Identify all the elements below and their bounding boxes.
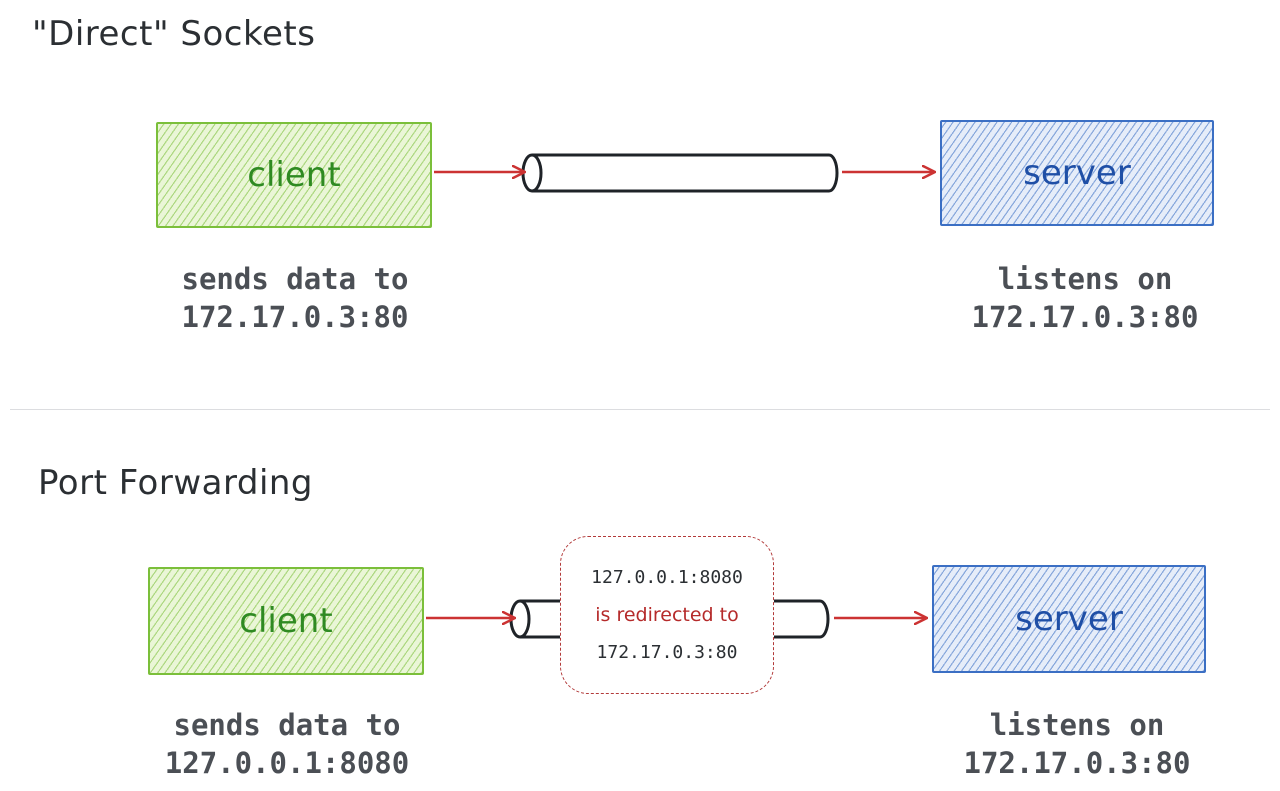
direct-client-caption-line2: 172.17.0.3:80 [181,300,409,334]
section-divider [10,409,1270,410]
forwarding-server-caption-line1: listens on [989,708,1165,742]
forwarding-server-caption: listens on 172.17.0.3:80 [932,706,1222,782]
direct-client-box: client [156,122,432,228]
forwarding-server-caption-line2: 172.17.0.3:80 [963,746,1191,780]
direct-server-label: server [1023,153,1131,193]
redirect-to-address: 172.17.0.3:80 [596,642,738,663]
forwarding-client-caption: sends data to 127.0.0.1:8080 [142,706,432,782]
forwarding-client-caption-line2: 127.0.0.1:8080 [164,746,410,780]
forwarding-server-box: server [932,565,1206,673]
direct-server-caption-line1: listens on [997,262,1173,296]
forwarding-server-label: server [1015,599,1123,639]
forwarding-client-caption-line1: sends data to [173,708,401,742]
direct-server-box: server [940,120,1214,226]
redirect-from-address: 127.0.0.1:8080 [591,567,743,588]
forwarding-client-label: client [239,601,333,641]
redirect-annotation-box: 127.0.0.1:8080 is redirected to 172.17.0… [560,536,774,694]
direct-pipe [521,153,839,193]
forwarding-client-box: client [148,567,424,675]
direct-client-label: client [247,155,341,195]
direct-client-caption: sends data to 172.17.0.3:80 [150,260,440,336]
direct-server-caption-line2: 172.17.0.3:80 [971,300,1199,334]
redirect-description: is redirected to [595,604,739,626]
direct-sockets-title: "Direct" Sockets [32,14,316,54]
direct-server-caption: listens on 172.17.0.3:80 [940,260,1230,336]
port-forwarding-title: Port Forwarding [38,463,314,503]
direct-client-caption-line1: sends data to [181,262,409,296]
